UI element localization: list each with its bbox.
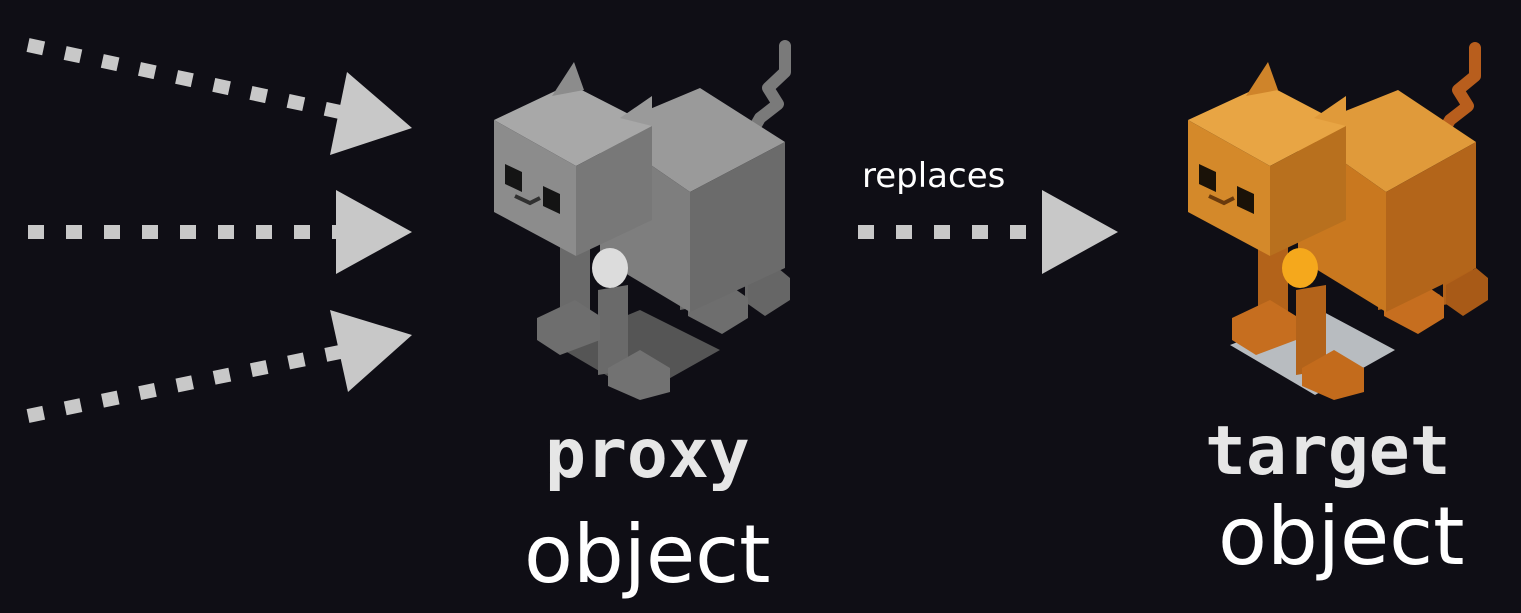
incoming-arrow-top [26,38,412,155]
target-cat-icon [1188,42,1488,400]
proxy-label: proxy [545,415,750,494]
incoming-arrow-middle [28,190,412,274]
incoming-arrow-bottom [26,310,412,423]
proxy-kind-label: object [524,508,771,601]
target-label: target [1205,412,1451,491]
target-kind-label: object [1218,490,1465,583]
replaces-label: replaces [862,156,1006,196]
proxy-cat-icon [494,40,791,400]
replace-arrow [858,190,1118,274]
